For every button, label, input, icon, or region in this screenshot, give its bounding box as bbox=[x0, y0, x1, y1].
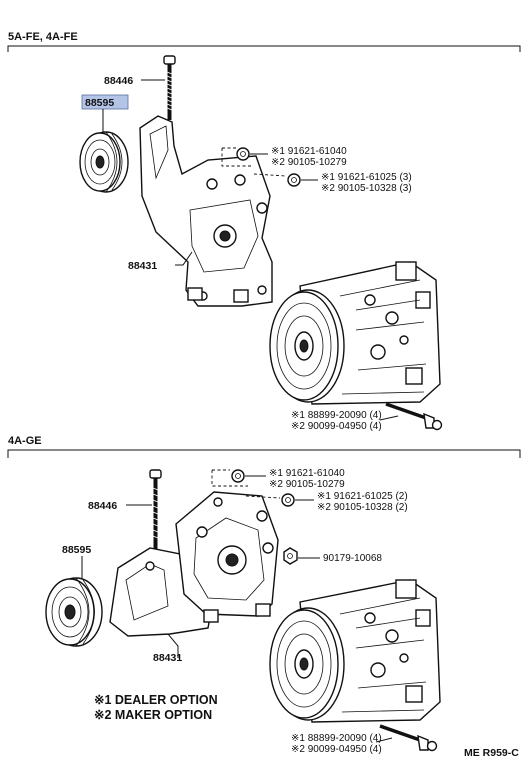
option-legend: ※1 DEALER OPTION ※2 MAKER OPTION bbox=[94, 693, 218, 722]
section-title-top: 5A-FE, 4A-FE bbox=[8, 31, 78, 43]
label-bolt-c1-bottom[interactable]: ※1 88899-20090 (4) bbox=[291, 733, 382, 744]
nut-d-bottom[interactable] bbox=[283, 547, 298, 565]
label-nut-b2-bottom[interactable]: ※2 90105-10328 (2) bbox=[317, 502, 408, 513]
bolt-88446-bottom[interactable] bbox=[149, 469, 162, 560]
nut-a-bottom[interactable] bbox=[231, 469, 245, 483]
leader-nut-a-top bbox=[221, 147, 252, 167]
leader-bracket-bottom bbox=[167, 633, 179, 658]
bolt-c-bottom[interactable] bbox=[379, 724, 438, 752]
label-nut-b2-top[interactable]: ※2 90105-10328 (3) bbox=[321, 183, 412, 194]
label-nut-d-bottom[interactable]: 90179-10068 bbox=[323, 553, 382, 564]
label-bolt-bottom[interactable]: 88446 bbox=[88, 500, 117, 512]
nut-b-bottom[interactable] bbox=[281, 493, 295, 507]
label-nut-b1-top[interactable]: ※1 91621-61025 (3) bbox=[321, 172, 412, 183]
leader-bolt-c-top bbox=[379, 415, 399, 421]
compressor-bottom[interactable] bbox=[269, 579, 441, 723]
label-bolt-c2-top[interactable]: ※2 90099-04950 (4) bbox=[291, 421, 382, 432]
pulley-88595-top[interactable] bbox=[79, 131, 129, 193]
label-bolt-c2-bottom[interactable]: ※2 90099-04950 (4) bbox=[291, 744, 382, 755]
bracket-88431-top[interactable] bbox=[139, 115, 273, 307]
compressor-top[interactable] bbox=[269, 261, 441, 405]
reference-code: ME R959-C bbox=[464, 747, 519, 759]
section-bottom: 4A-GE 88446 88595 bbox=[7, 435, 521, 755]
leader-bolt-c-bottom bbox=[375, 737, 393, 743]
section-bracket-bottom bbox=[7, 449, 521, 458]
label-nut-a1-bottom[interactable]: ※1 91621-61040 bbox=[269, 468, 345, 479]
bolt-88446-top[interactable] bbox=[163, 55, 176, 120]
label-pulley-bottom[interactable]: 88595 bbox=[62, 544, 91, 556]
legend-maker-option: ※2 MAKER OPTION bbox=[94, 708, 212, 722]
label-nut-a2-bottom[interactable]: ※2 90105-10279 bbox=[269, 479, 345, 490]
bolt-c-top[interactable] bbox=[385, 402, 443, 431]
leader-nut-b-bottom bbox=[245, 495, 281, 499]
pulley-88595-bottom[interactable] bbox=[45, 577, 103, 647]
section-bracket-top bbox=[7, 45, 521, 52]
legend-dealer-option: ※1 DEALER OPTION bbox=[94, 693, 218, 707]
bracket-88431-bottom[interactable] bbox=[109, 491, 279, 637]
leader-bracket-top bbox=[175, 251, 193, 266]
nut-b-top[interactable] bbox=[287, 173, 301, 187]
label-pulley-top[interactable]: 88595 bbox=[85, 97, 114, 109]
label-bracket-bottom[interactable]: 88431 bbox=[153, 652, 182, 664]
nut-a-top[interactable] bbox=[236, 147, 250, 161]
label-nut-b1-bottom[interactable]: ※1 91621-61025 (2) bbox=[317, 491, 408, 502]
label-bracket-top[interactable]: 88431 bbox=[128, 260, 157, 272]
leader-nut-a-bottom bbox=[211, 469, 248, 487]
section-top: 5A-FE, 4A-FE 88446 88595 bbox=[7, 31, 521, 432]
label-pulley-highlight-top bbox=[81, 94, 129, 110]
label-nut-a2-top[interactable]: ※2 90105-10279 bbox=[271, 157, 347, 168]
section-title-bottom: 4A-GE bbox=[8, 435, 42, 447]
label-nut-a1-top[interactable]: ※1 91621-61040 bbox=[271, 146, 347, 157]
label-bolt-top[interactable]: 88446 bbox=[104, 75, 133, 87]
label-bolt-c1-top[interactable]: ※1 88899-20090 (4) bbox=[291, 410, 382, 421]
